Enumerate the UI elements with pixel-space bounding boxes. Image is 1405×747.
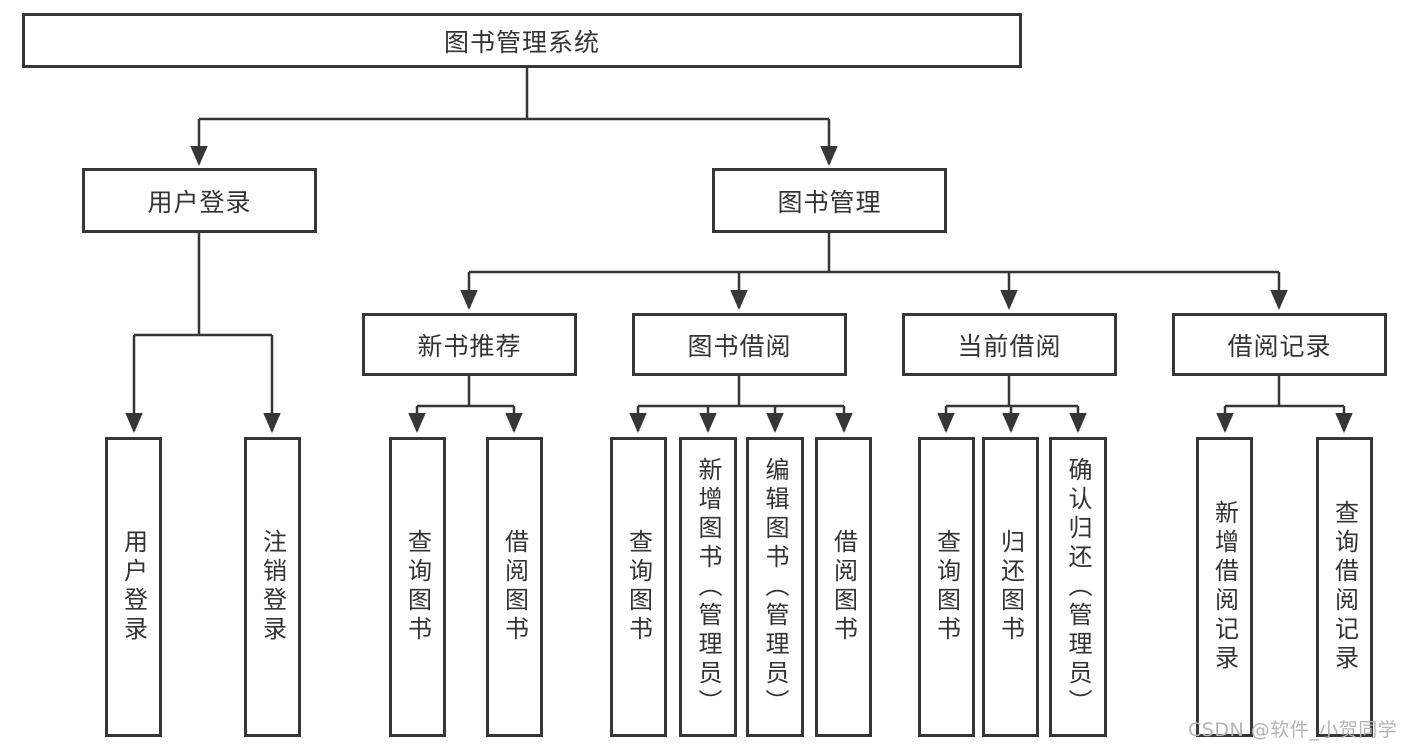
- leaf-label: 新增图书（管理员）: [694, 456, 722, 718]
- node-current-borrowing: 当前借阅: [902, 313, 1117, 376]
- leaf-user-login: 用户登录: [105, 437, 162, 737]
- node-new-book-recommendation: 新书推荐: [362, 313, 577, 376]
- leaf-bb-query-books: 查询图书: [610, 437, 667, 737]
- leaf-label: 注销登录: [258, 529, 287, 645]
- leaf-bb-add-books-admin: 新增图书（管理员）: [679, 437, 737, 737]
- leaf-cb-query-books: 查询图书: [918, 437, 975, 737]
- leaf-label: 编辑图书（管理员）: [761, 456, 789, 718]
- leaf-cb-confirm-return-admin: 确认归还（管理员）: [1049, 437, 1107, 737]
- node-book-borrowing: 图书借阅: [632, 313, 847, 376]
- leaf-cb-return-books: 归还图书: [982, 437, 1039, 737]
- leaf-label: 新增借阅记录: [1210, 500, 1239, 674]
- leaf-label: 查询借阅记录: [1330, 500, 1359, 674]
- node-book-management: 图书管理: [712, 168, 947, 233]
- leaf-label: 借阅图书: [829, 529, 858, 645]
- leaf-rec-query-books: 查询图书: [389, 437, 446, 737]
- leaf-label: 归还图书: [996, 529, 1025, 645]
- leaf-br-query-record: 查询借阅记录: [1316, 437, 1373, 737]
- leaf-label: 查询图书: [403, 529, 432, 645]
- node-user-login: 用户登录: [82, 168, 317, 233]
- leaf-label: 确认归还（管理员）: [1064, 456, 1092, 718]
- leaf-rec-borrow-books: 借阅图书: [486, 437, 543, 737]
- leaf-label: 借阅图书: [500, 529, 529, 645]
- leaf-br-add-record: 新增借阅记录: [1196, 437, 1253, 737]
- leaf-bb-borrow-books: 借阅图书: [815, 437, 872, 737]
- leaf-bb-edit-books-admin: 编辑图书（管理员）: [746, 437, 804, 737]
- node-library-management-system: 图书管理系统: [22, 13, 1022, 68]
- node-borrowing-records: 借阅记录: [1172, 313, 1387, 376]
- leaf-label: 用户登录: [119, 529, 148, 645]
- csdn-watermark: CSDN @软件_小贺同学: [1188, 719, 1398, 741]
- leaf-label: 查询图书: [932, 529, 961, 645]
- leaf-logout: 注销登录: [244, 437, 301, 737]
- leaf-label: 查询图书: [624, 529, 653, 645]
